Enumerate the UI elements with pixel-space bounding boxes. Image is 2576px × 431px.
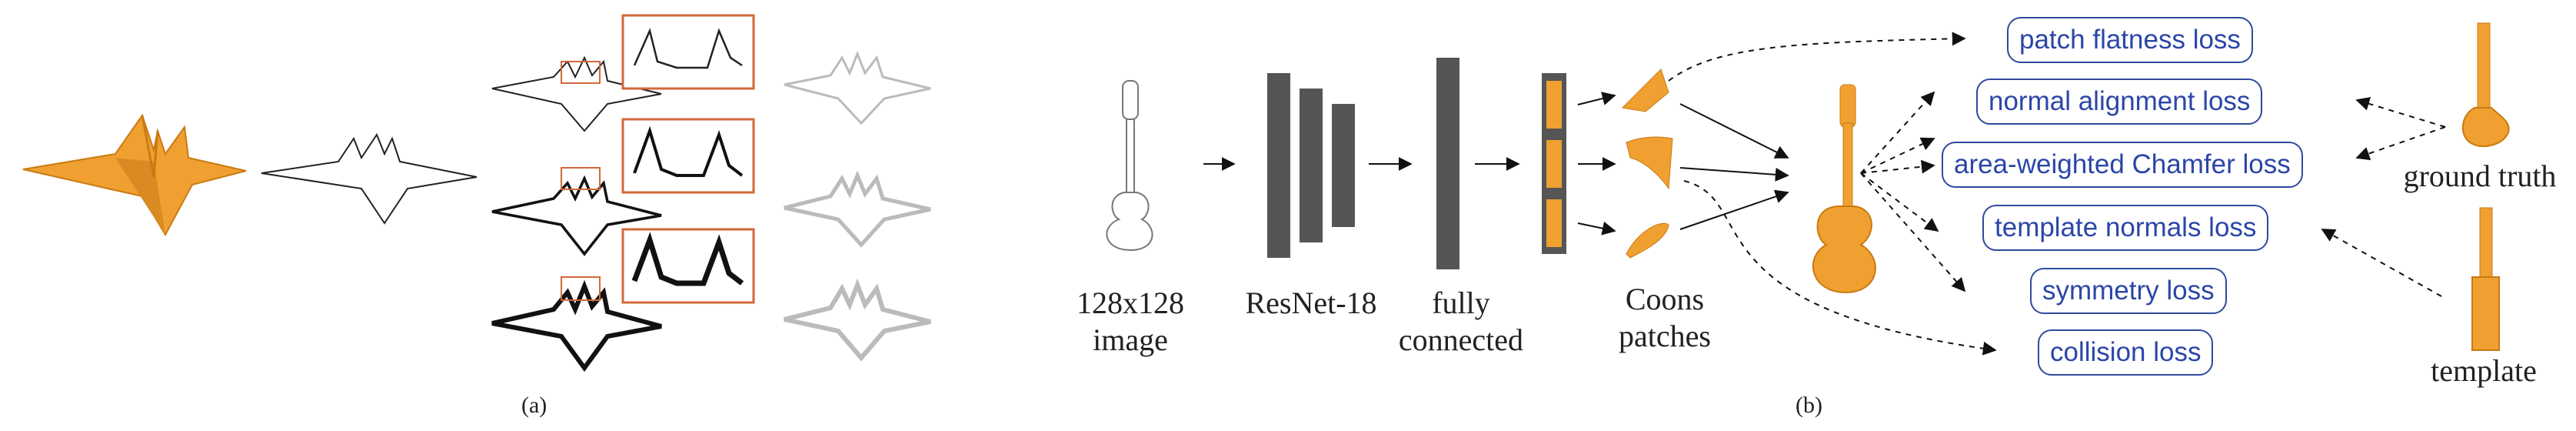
input-image-label: 128x128 image (1077, 286, 1184, 357)
panel-b-caption: (b) (1796, 393, 1822, 418)
jet-row-3 (491, 228, 931, 373)
loss-patch-flatness: patch flatness loss (2007, 17, 2253, 63)
arrow-patch2-to-guitar (1679, 167, 1789, 182)
panel-a-caption: (a) (521, 393, 547, 418)
coons-patches (1621, 68, 1673, 259)
patch-vector (1542, 73, 1566, 254)
dashed-gt-template-to-losses (2321, 97, 2446, 297)
patches-label: Coons patches (1619, 282, 1711, 353)
fc-block (1436, 58, 1459, 269)
loss-normal-alignment: normal alignment loss (1976, 79, 2263, 125)
dashed-patch-to-collision (1683, 180, 1997, 356)
ground-truth-guitar (2462, 22, 2510, 148)
arrow-patch3-to-guitar (1679, 189, 1789, 230)
panel-a (22, 14, 931, 373)
encoder-label: ResNet-18 (1245, 286, 1377, 320)
loss-symmetry: symmetry loss (2030, 268, 2227, 314)
jet-silhouette-thin (261, 132, 478, 225)
jet-render (22, 113, 247, 237)
jet-row-1 (491, 14, 931, 132)
resnet-blocks (1267, 73, 1355, 258)
dashed-guitar-to-losses (1860, 91, 1966, 292)
arrow-slot-3 (1577, 221, 1616, 236)
arrow-patch1-to-guitar (1679, 103, 1789, 159)
dashed-patch-to-flatness (1668, 32, 1966, 82)
panel-b (1106, 22, 2510, 356)
template-shape (2471, 207, 2500, 351)
output-guitar (1812, 84, 1876, 294)
loss-collision: collision loss (2038, 329, 2214, 376)
template-label: template (2431, 353, 2537, 388)
arrow-slot-1 (1577, 92, 1616, 105)
guitar-sketch (1106, 80, 1153, 252)
fc-label: fully connected (1398, 286, 1524, 357)
jet-row-2 (491, 118, 931, 256)
loss-template-normals: template normals loss (1982, 205, 2269, 251)
loss-area-weighted-chamfer: area-weighted Chamfer loss (1942, 142, 2303, 188)
ground-truth-label: ground truth (2403, 159, 2557, 193)
